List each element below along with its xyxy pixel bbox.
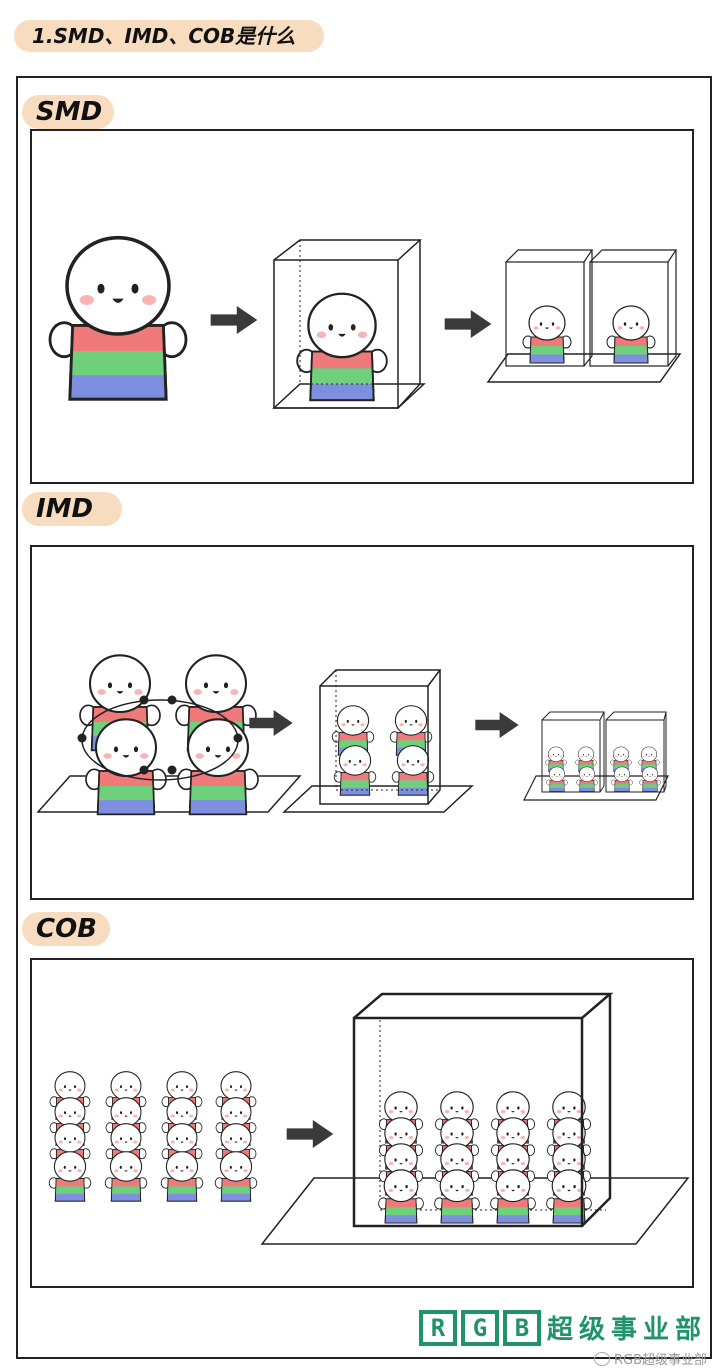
brand-logo: R G B 超级事业部 bbox=[418, 1309, 707, 1346]
diagram-frame bbox=[16, 76, 712, 1359]
logo-letter-g: G bbox=[460, 1309, 499, 1346]
cob-package bbox=[260, 992, 690, 1245]
section-label-cob: COB bbox=[22, 912, 110, 946]
imd-package bbox=[282, 669, 474, 813]
arrow-icon bbox=[475, 712, 519, 738]
logo-text: 超级事业部 bbox=[546, 1315, 707, 1345]
wechat-icon bbox=[593, 1351, 610, 1366]
rgb-logo-icon: R G B bbox=[418, 1309, 541, 1346]
arrow-icon bbox=[210, 306, 258, 334]
character-large bbox=[48, 235, 188, 402]
imd-package-array bbox=[523, 711, 669, 801]
section-label-imd: IMD bbox=[22, 492, 122, 526]
package-box bbox=[272, 239, 426, 409]
logo-letter-b: B bbox=[502, 1309, 541, 1346]
logo-letter-r: R bbox=[418, 1309, 457, 1346]
watermark: RGB超级事业部 bbox=[593, 1349, 707, 1368]
arrow-icon bbox=[286, 1120, 334, 1148]
package-array bbox=[486, 249, 682, 383]
page-title: 1.SMD、IMD、COB是什么 bbox=[14, 20, 324, 52]
imd-cluster bbox=[36, 654, 302, 816]
section-label-smd: SMD bbox=[22, 95, 114, 129]
cob-grid bbox=[48, 1071, 258, 1202]
watermark-text: RGB超级事业部 bbox=[613, 1353, 707, 1368]
arrow-icon bbox=[444, 310, 492, 338]
